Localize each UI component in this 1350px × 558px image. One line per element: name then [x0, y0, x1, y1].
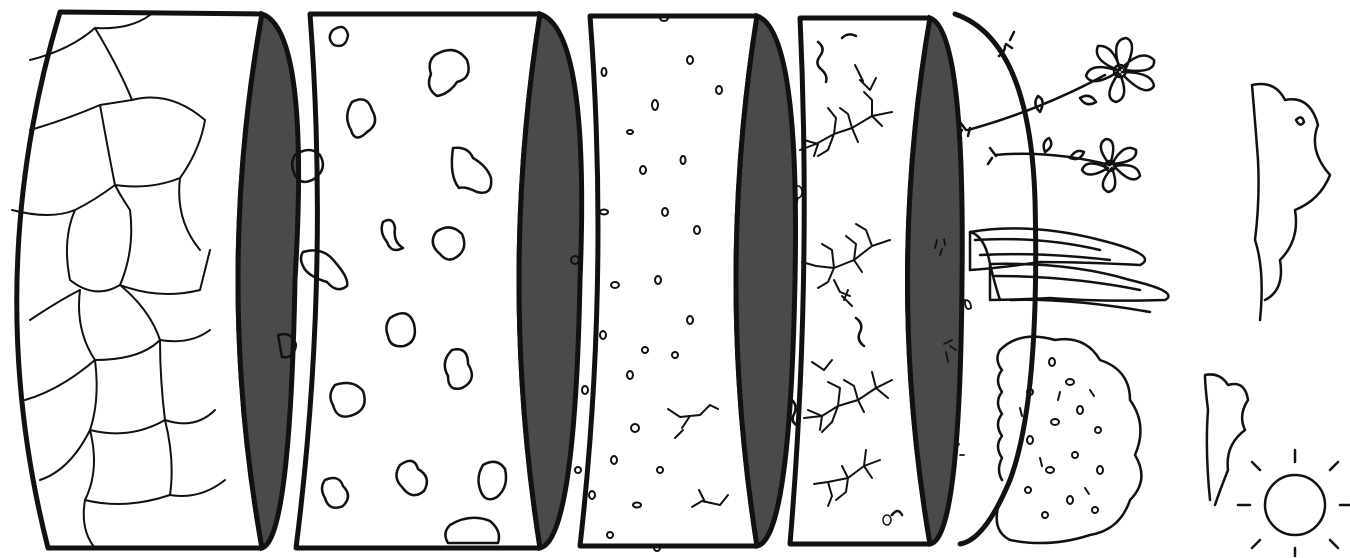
- flower-head-top: [1086, 38, 1154, 102]
- subsoil-layer: [571, 15, 796, 551]
- topsoil-separator: [908, 18, 963, 544]
- bedrock-separator: [238, 14, 299, 548]
- cloud-icon: [1252, 84, 1330, 320]
- weathered-rock-separator: [519, 14, 582, 548]
- small-roots: [668, 405, 728, 507]
- stone-fragments: [278, 27, 506, 543]
- grass-icon: [970, 228, 1168, 312]
- rock-cracks-pattern: [12, 15, 225, 548]
- flower-icon: [988, 138, 1140, 192]
- sun-icon: [1238, 450, 1350, 556]
- weathered-rock-layer: [278, 14, 582, 548]
- root-network: [800, 65, 892, 506]
- flower-head-lower: [1082, 139, 1140, 192]
- shrub-icon: [997, 337, 1142, 543]
- flower-icon: [958, 32, 1154, 136]
- bedrock-layer: [12, 12, 299, 548]
- earthworms: [792, 34, 902, 515]
- subsoil-separator: [736, 16, 796, 546]
- topsoil-layer: [790, 18, 962, 544]
- cloud-icon: [1205, 374, 1248, 505]
